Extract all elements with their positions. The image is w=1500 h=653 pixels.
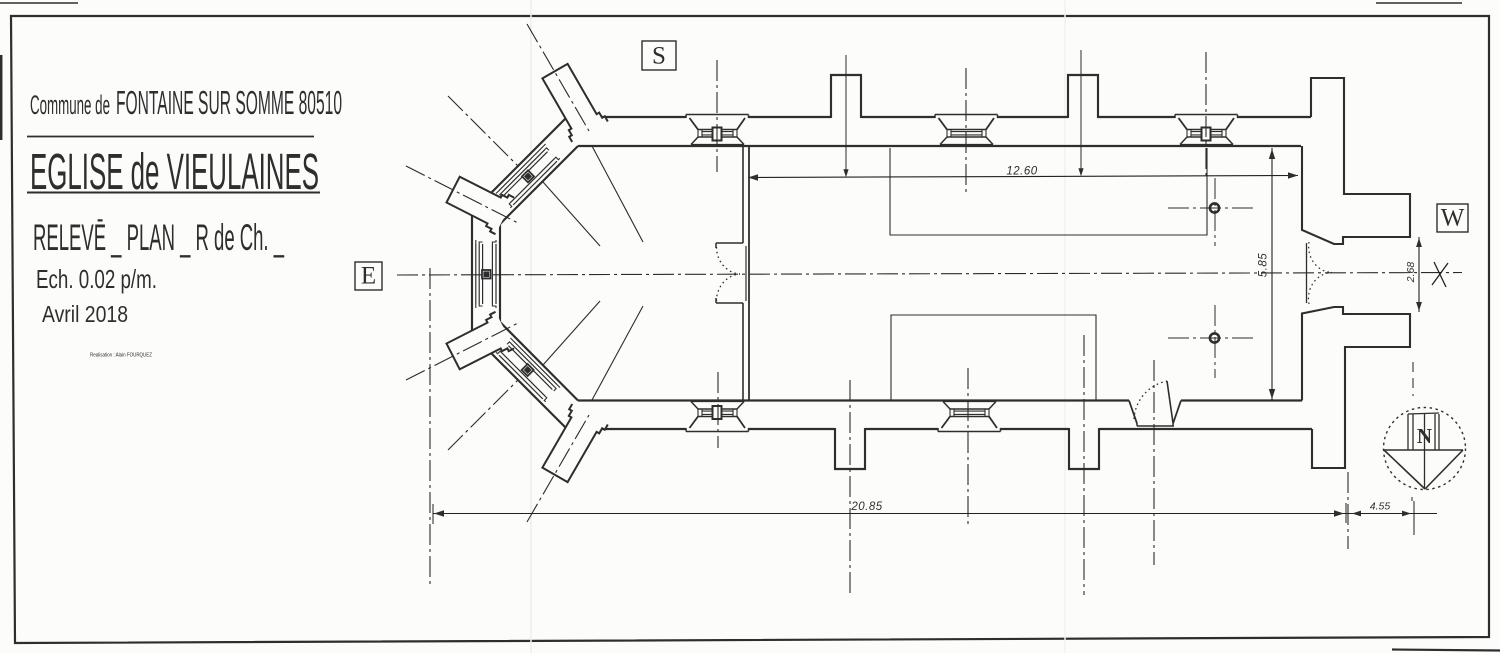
svg-text:Realisation : Alain FOURQUEZ: Realisation : Alain FOURQUEZ (90, 353, 153, 359)
svg-text:12.60: 12.60 (1006, 166, 1037, 178)
svg-text:Ech. 0.02 p/m.: Ech. 0.02 p/m. (36, 264, 157, 294)
svg-text:Avril 2018: Avril 2018 (42, 301, 128, 327)
svg-text:5.85: 5.85 (1258, 253, 1270, 277)
svg-text:W: W (1441, 205, 1465, 232)
svg-text:RELEVĒ _ PLAN _ R de Ch. _: RELEVĒ _ PLAN _ R de Ch. _ (33, 217, 284, 258)
svg-text:4.55: 4.55 (1370, 501, 1391, 513)
svg-text:20.85: 20.85 (850, 501, 882, 513)
svg-text:FONTAINE SUR SOMME 80510: FONTAINE SUR SOMME 80510 (116, 84, 342, 121)
svg-text:N: N (1417, 424, 1432, 448)
svg-text:S: S (652, 43, 666, 70)
svg-text:Commune de: Commune de (30, 90, 110, 120)
svg-text:E: E (361, 263, 376, 290)
svg-text:EGLISE de VIEULAINES: EGLISE de VIEULAINES (30, 143, 319, 200)
svg-text:2.68: 2.68 (1405, 262, 1417, 284)
